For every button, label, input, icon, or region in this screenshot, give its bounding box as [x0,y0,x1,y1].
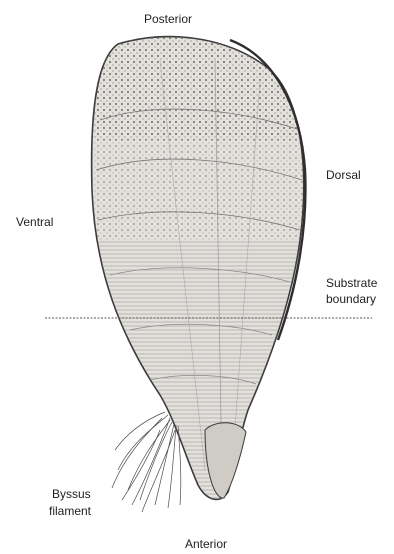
byssus-threads [112,412,181,512]
label-anterior: Anterior [185,537,227,552]
label-substrate-line2: boundary [326,292,376,307]
label-ventral: Ventral [16,215,53,230]
label-posterior: Posterior [144,12,192,27]
shell-texture [85,30,315,510]
label-dorsal: Dorsal [326,168,361,183]
label-substrate-line1: Substrate [326,276,377,291]
label-byssus-line1: Byssus [52,487,91,502]
label-byssus-line2: filament [49,504,91,519]
